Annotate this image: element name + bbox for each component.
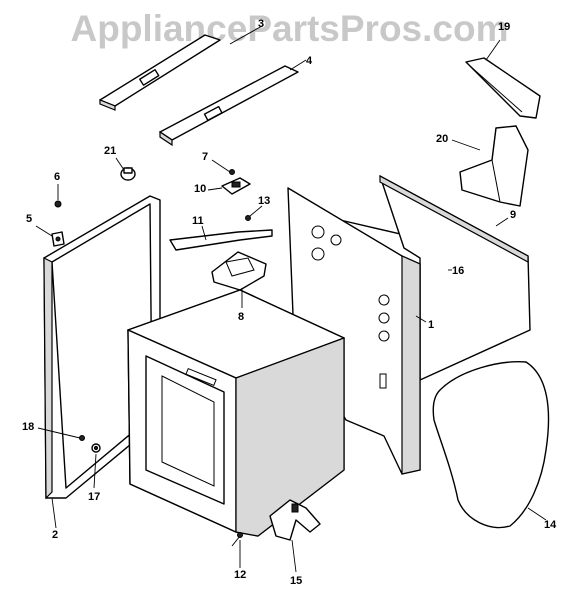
callout-18: 18 [22,421,35,433]
callout-19: 19 [498,21,511,33]
callout-5: 5 [26,213,33,225]
part-12-screw[interactable] [231,532,243,547]
part-17-grommet[interactable] [91,443,101,453]
part-19-bracket[interactable] [465,57,541,119]
callout-8: 8 [238,311,245,323]
callout-1: 1 [428,319,435,331]
callout-2: 2 [52,529,59,541]
part-1-side-panel[interactable] [287,187,421,475]
leader-lines [35,25,547,573]
callout-9: 9 [510,209,517,221]
callout-17: 17 [88,491,101,503]
part-21-knob[interactable] [120,167,136,181]
part-5-clip[interactable] [51,231,65,247]
callout-21: 21 [104,145,117,157]
callout-10: 10 [194,183,207,195]
part-4-trim-strip[interactable] [159,65,299,147]
callout-14: 14 [544,519,557,531]
callout-3: 3 [258,18,265,30]
oven-cavity[interactable] [127,289,345,537]
callout-11: 11 [192,215,204,227]
part-15-hinge[interactable] [269,499,321,541]
part-11-lever[interactable] [169,229,273,251]
part-10-latch-bracket[interactable] [221,177,251,195]
callout-7: 7 [202,151,209,163]
part-18-screw[interactable] [79,435,85,441]
part-8-latch[interactable] [211,251,267,291]
part-20-duct[interactable] [459,125,529,207]
part-13-screw[interactable] [245,215,251,221]
part-6-screw[interactable] [54,200,62,208]
callout-15: 15 [290,575,303,587]
part-3-top-trim[interactable] [99,34,221,111]
callout-4: 4 [306,55,313,67]
callout-16: 16 [452,265,465,277]
part-7-screw[interactable] [229,169,235,175]
watermark-text: AppliancePartsPros.com [70,8,509,49]
part-14-insulation[interactable] [432,361,550,529]
callout-13: 13 [258,195,271,207]
callout-20: 20 [436,133,449,145]
callout-12: 12 [234,569,247,581]
callout-6: 6 [54,171,61,183]
